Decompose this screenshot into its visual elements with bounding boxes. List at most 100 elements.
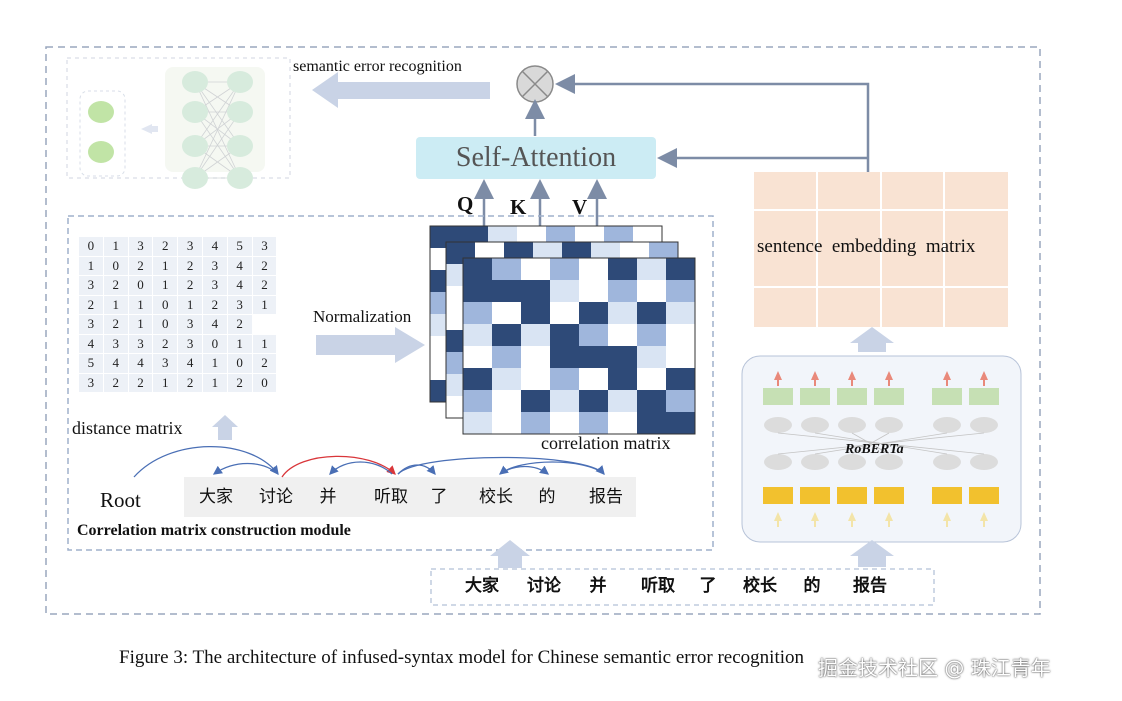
correlation-cell	[550, 302, 579, 324]
distance-matrix-cell: 1	[127, 294, 154, 315]
correlation-cell	[637, 280, 666, 302]
dependency-token: 大家	[199, 487, 233, 507]
input-token: 讨论	[527, 576, 561, 596]
distance-matrix-cell: 1	[102, 236, 129, 257]
distance-matrix-cell: 3	[78, 314, 104, 335]
distance-matrix-cell: 2	[177, 255, 203, 276]
input-token: 的	[803, 576, 821, 596]
dependency-token: 校长	[479, 487, 513, 507]
distance-matrix-cell: 4	[102, 353, 129, 374]
correlation-cell	[463, 412, 492, 434]
correlation-module-frame	[67, 215, 714, 551]
dependency-token: 的	[538, 487, 556, 507]
distance-matrix-cell: 3	[201, 275, 228, 296]
correlation-cell	[550, 390, 579, 412]
distance-matrix-cell: 0	[201, 333, 228, 354]
dependency-token: 报告	[589, 487, 623, 507]
correlation-cell	[550, 368, 579, 390]
outer-frame	[45, 46, 1041, 615]
correlation-cell	[637, 390, 666, 412]
dependency-token: 听取	[374, 487, 408, 507]
correlation-matrix-border	[462, 257, 696, 435]
correlation-cell	[579, 368, 608, 390]
q-label: Q	[457, 192, 474, 216]
correlation-cell	[637, 302, 666, 324]
distance-matrix-cell: 3	[201, 255, 228, 276]
arrow-to-sentence	[490, 540, 530, 568]
self-attention-block: Self-Attention	[416, 137, 656, 179]
distance-matrix-cell: 2	[127, 255, 154, 276]
roberta-block	[741, 355, 1022, 543]
distance-matrix-cell: 4	[201, 314, 228, 335]
figure-caption: Figure 3: The architecture of infused-sy…	[119, 647, 805, 668]
distance-matrix-cell: 2	[78, 294, 104, 315]
distance-matrix-cell: 0	[152, 294, 179, 315]
correlation-cell	[463, 368, 492, 390]
sentence-embedding-matrix-label: sentence embedding matrix	[757, 236, 976, 257]
distance-matrix-cell: 0	[102, 255, 129, 276]
distance-matrix-cell: 1	[226, 333, 253, 354]
distance-matrix-cell: 1	[201, 353, 228, 374]
distance-matrix-cell: 3	[78, 275, 104, 296]
multiply-circle-icon	[516, 65, 554, 103]
correlation-cell	[521, 258, 550, 280]
dependency-arcs	[133, 445, 605, 478]
distance-matrix-cell: 3	[102, 333, 129, 354]
correlation-cell	[492, 368, 521, 390]
input-token: 校长	[743, 576, 777, 596]
correlation-cell	[608, 280, 637, 302]
distance-matrix-cell: 2	[102, 372, 129, 393]
correlation-cell	[579, 324, 608, 346]
distance-matrix-cell: 0	[127, 275, 154, 296]
distance-matrix-cell: 5	[78, 353, 104, 374]
distance-matrix-cell: 3	[226, 294, 253, 315]
correlation-cell	[579, 412, 608, 434]
token-row	[184, 477, 636, 517]
input-token: 大家	[465, 576, 499, 596]
input-token: 报告	[853, 576, 887, 596]
distance-matrix-cell: 1	[177, 294, 203, 315]
distance-matrix-cell: 2	[177, 372, 203, 393]
sentence-embedding-matrix	[754, 172, 1008, 327]
correlation-cell	[492, 302, 521, 324]
correlation-cell	[550, 324, 579, 346]
arrow-to-embedding	[850, 327, 894, 352]
correlation-cell	[521, 280, 550, 302]
correlation-cell	[666, 346, 695, 368]
correlation-matrix-stack	[429, 225, 696, 435]
distance-matrix-cell: 1	[102, 294, 129, 315]
correlation-cell	[463, 258, 492, 280]
correlation-cell	[579, 258, 608, 280]
input-token: 并	[589, 576, 607, 596]
correlation-cell	[521, 412, 550, 434]
correlation-cell	[492, 346, 521, 368]
distance-matrix-cell: 2	[226, 372, 253, 393]
distance-matrix-cell: 3	[177, 314, 203, 335]
correlation-cell	[463, 280, 492, 302]
distance-matrix-cell: 4	[177, 353, 203, 374]
input-token: 听取	[641, 576, 675, 596]
distance-matrix-cell: 3	[177, 236, 203, 257]
input-token: 了	[699, 576, 717, 596]
correlation-cell	[637, 346, 666, 368]
distance-matrix-cell: 2	[102, 314, 129, 335]
distance-matrix-cell: 1	[78, 255, 104, 276]
distance-matrix-cell: 2	[152, 236, 179, 257]
correlation-cell	[608, 368, 637, 390]
semantic-error-recognition-label: semantic error recognition	[293, 58, 462, 75]
correlation-cell	[608, 390, 637, 412]
correlation-cell	[550, 412, 579, 434]
v-label: V	[572, 195, 588, 219]
correlation-cell	[492, 324, 521, 346]
correlation-cell	[666, 258, 695, 280]
correlation-matrix-label: correlation matrix	[541, 433, 671, 453]
dependency-token: 了	[430, 487, 448, 507]
distance-matrix-cell: 4	[226, 275, 253, 296]
classifier-module	[66, 57, 291, 189]
